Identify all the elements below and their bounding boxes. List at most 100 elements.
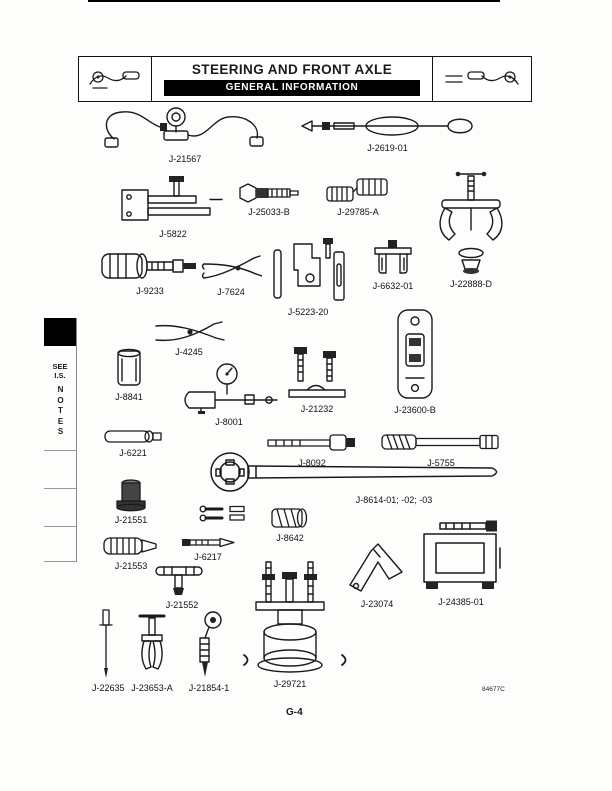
adapter-pins-icon bbox=[198, 503, 250, 523]
gauge-plate-icon bbox=[388, 308, 442, 402]
dial-indicator-set-icon bbox=[175, 362, 283, 414]
tool-j-29721: J-29721 bbox=[248, 560, 332, 689]
knurled-coupler-icon bbox=[325, 176, 391, 204]
tool-label: J-22888-D bbox=[449, 279, 493, 289]
fork-puller-icon bbox=[130, 612, 174, 680]
tool-j-22635: J-22635 bbox=[92, 608, 125, 693]
tool-label: J-5755 bbox=[427, 458, 455, 468]
tool-label: J-21567 bbox=[168, 154, 202, 164]
tool-j-23600-b: J-23600-B bbox=[388, 308, 442, 415]
press-puller-set-icon bbox=[248, 560, 332, 676]
header-right-art-cell bbox=[432, 57, 531, 101]
side-tab-divider bbox=[44, 488, 76, 489]
header-title-cell: STEERING AND FRONT AXLE GENERAL INFORMAT… bbox=[152, 57, 432, 101]
driver-handle-icon bbox=[266, 430, 358, 455]
tool-label: J-29721 bbox=[273, 679, 307, 689]
side-tab-marker bbox=[44, 318, 76, 346]
side-tab-is-label: I.S. bbox=[54, 371, 66, 380]
tool-j-8092: J-8092 bbox=[266, 430, 358, 468]
tool-label: J-5822 bbox=[159, 229, 187, 239]
tool-j-8841: J-8841 bbox=[112, 345, 146, 402]
tool-j-21232: J-21232 bbox=[285, 345, 349, 414]
tool-label: J-23074 bbox=[360, 599, 394, 609]
pressure-gauge-hose-assembly-icon bbox=[100, 105, 270, 151]
page-title: STEERING AND FRONT AXLE bbox=[191, 62, 393, 77]
locknut-wrench-set-icon bbox=[196, 452, 508, 492]
tool-j-5755: J-5755 bbox=[380, 430, 502, 468]
tool-j-23653-a: J-23653-A bbox=[130, 612, 174, 693]
side-tab-divider bbox=[44, 561, 76, 562]
tool-label: J-6221 bbox=[119, 448, 147, 458]
tool-j-7624: J-7624 bbox=[200, 250, 262, 297]
header-right-tool-icon bbox=[445, 71, 519, 85]
clamp-yoke-icon bbox=[368, 238, 418, 278]
tool-j-29785-a: J-29785-A bbox=[325, 176, 391, 217]
tool-j-5223-20: J-5223-20 bbox=[268, 236, 348, 317]
tool-j-21854-1: J-21854-1 bbox=[188, 610, 230, 693]
threaded-adapter-icon bbox=[238, 182, 300, 204]
tool-j-9233: J-9233 bbox=[100, 248, 200, 296]
tool-label: J-23600-B bbox=[394, 405, 436, 415]
tool-j-24385-01: J-24385-01 bbox=[414, 518, 508, 607]
tool-label: J-21854-1 bbox=[188, 683, 230, 693]
socket-sleeve-icon bbox=[268, 506, 312, 530]
tool-label: J-8614-01; -02; -03 bbox=[355, 495, 433, 505]
awl-icon bbox=[92, 608, 120, 680]
tool-j-25033-b: J-25033-B bbox=[238, 182, 300, 217]
retainer-clip-icon bbox=[338, 653, 350, 667]
tool-label: J-4245 bbox=[175, 347, 203, 357]
slide-hammer-icon bbox=[300, 112, 475, 140]
seal-installer-cup-icon bbox=[112, 477, 150, 512]
side-tab: SEE I.S. NOTES bbox=[44, 318, 77, 562]
tool-label: J-21553 bbox=[114, 561, 148, 571]
frame-fixture-icon bbox=[414, 518, 508, 594]
side-tab-divider bbox=[44, 450, 76, 451]
tool-label: J-24385-01 bbox=[438, 597, 484, 607]
side-tab-divider bbox=[44, 526, 76, 527]
tool-j-21567: J-21567 bbox=[100, 105, 270, 164]
tool-j-6632-01: J-6632-01 bbox=[368, 238, 418, 291]
tool-j-2619-01: J-2619-01 bbox=[300, 112, 475, 153]
pliers-icon bbox=[150, 318, 228, 344]
tool-j-21552: J-21552 bbox=[148, 565, 216, 610]
angle-bracket-icon bbox=[344, 540, 410, 596]
bushing-sleeve-icon bbox=[103, 428, 163, 445]
tool-label: J-8642 bbox=[276, 533, 304, 543]
header-box: STEERING AND FRONT AXLE GENERAL INFORMAT… bbox=[78, 56, 532, 102]
tool-label: J-29785-A bbox=[337, 207, 379, 217]
tool-label: J-23653-A bbox=[131, 683, 173, 693]
t-handle-driver-icon bbox=[148, 565, 216, 597]
tool-label: J-25033-B bbox=[248, 207, 290, 217]
tool-label: J-5223-20 bbox=[287, 307, 329, 317]
tool-label: J-8092 bbox=[298, 458, 326, 468]
side-tab-notes-label: NOTES bbox=[57, 385, 64, 436]
retainer-clip-icon bbox=[240, 653, 252, 667]
tool-j-21553: J-21553 bbox=[100, 534, 162, 571]
tool-label: J-9233 bbox=[136, 286, 164, 296]
bushing-installer-icon bbox=[100, 248, 200, 283]
installer-set-icon bbox=[268, 236, 348, 304]
side-tab-see-label: SEE bbox=[52, 362, 68, 371]
scan-edge-artifact bbox=[88, 0, 500, 2]
tool-j-5822: J-5822 bbox=[118, 176, 228, 239]
tool-j-8642: J-8642 bbox=[268, 506, 312, 543]
bolts-and-bar-icon bbox=[285, 345, 349, 401]
tool-label: J-7624 bbox=[217, 287, 245, 297]
section-subtitle-bar: GENERAL INFORMATION bbox=[164, 80, 420, 96]
tool-label: J-6632-01 bbox=[372, 281, 414, 291]
tool-label: J-21551 bbox=[114, 515, 148, 525]
tool-label: J-21552 bbox=[165, 600, 199, 610]
tool-label: J-21232 bbox=[300, 404, 334, 414]
tool-j-21551: J-21551 bbox=[112, 477, 150, 525]
tool-label: J-8001 bbox=[215, 417, 243, 427]
ribbed-installer-icon bbox=[100, 534, 162, 558]
tool-j-6217: J-6217 bbox=[180, 536, 236, 562]
figure-code: 84677C bbox=[482, 686, 505, 693]
remover-plate-tool-icon bbox=[118, 176, 228, 226]
drift-punch-icon bbox=[180, 536, 236, 549]
tool-j-22888-d: J-22888-D bbox=[432, 168, 510, 289]
tool-label: J-22635 bbox=[92, 683, 125, 693]
tool-j-8614: J-8614-01; -02; -03 bbox=[196, 452, 508, 505]
header-left-tool-icon bbox=[89, 71, 140, 89]
